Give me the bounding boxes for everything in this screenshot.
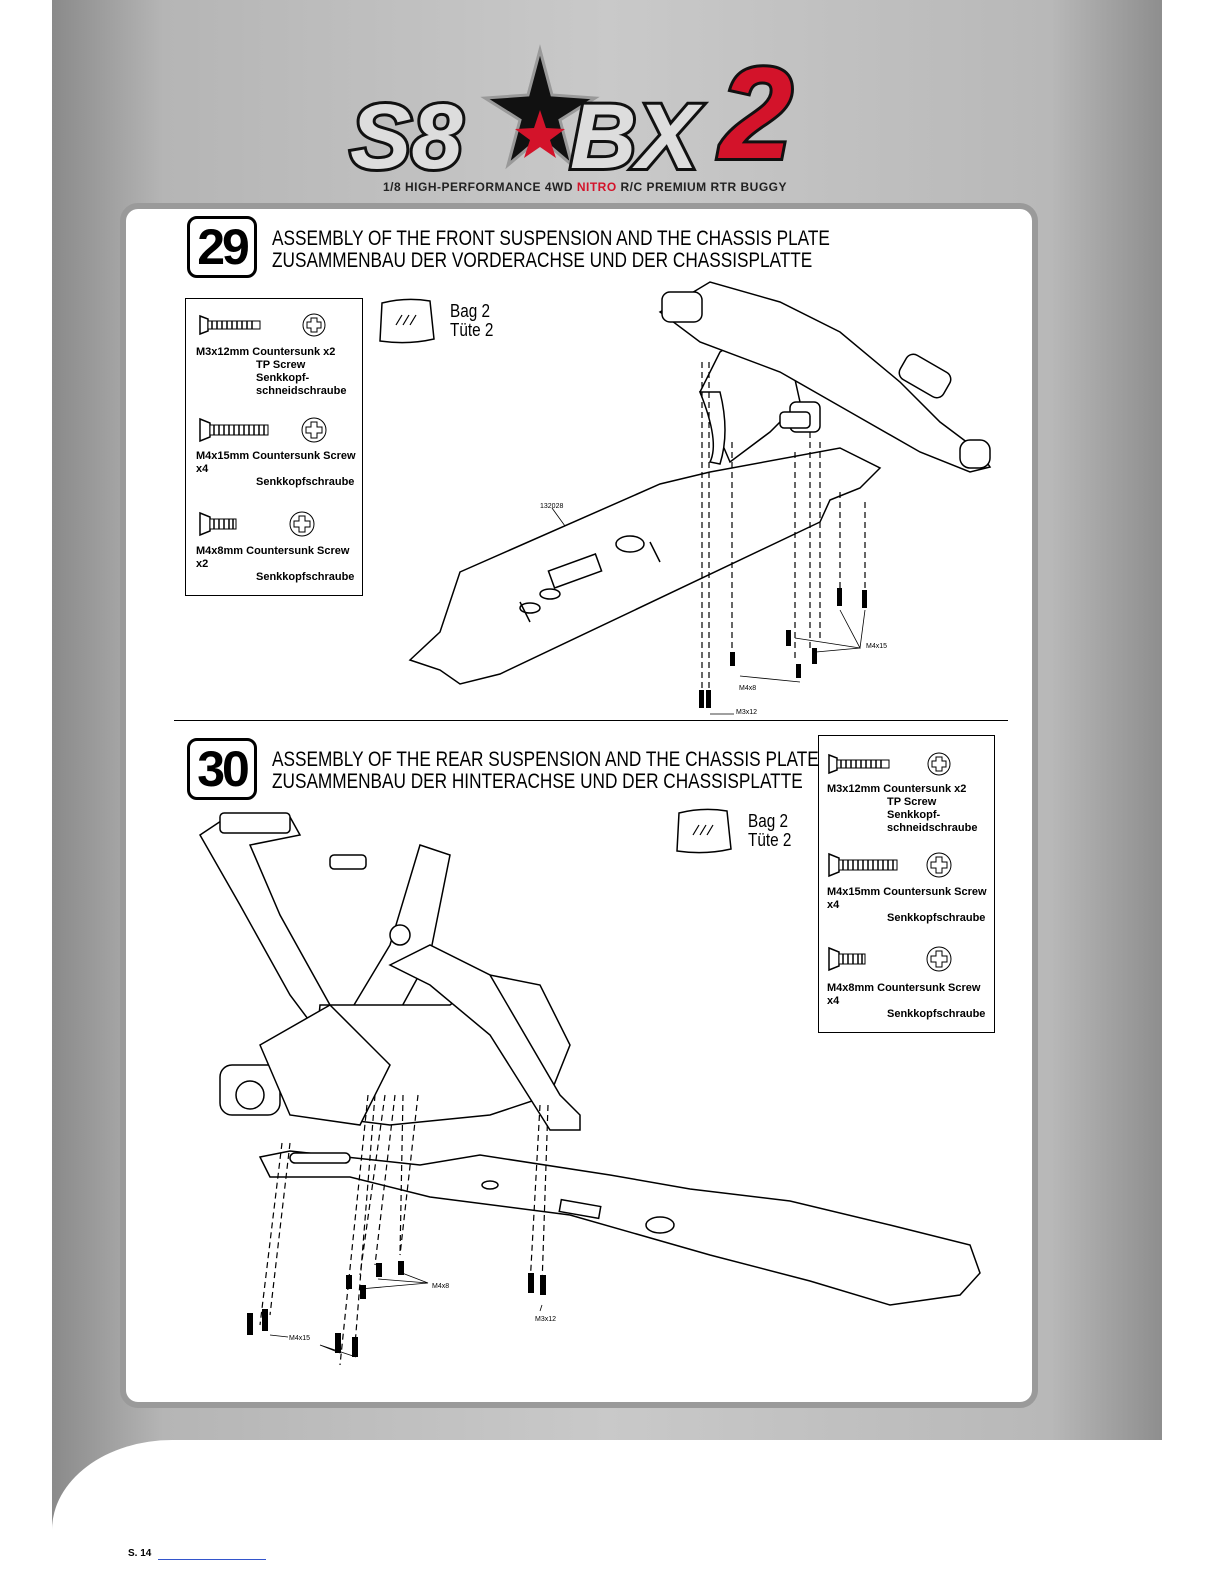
step-29-label-m4x15: M4x15: [866, 643, 888, 650]
step-30-label-m4x8: M4x8: [432, 1283, 450, 1290]
step-29-label-m3x12: M3x12: [736, 709, 758, 716]
screw-m3x12-icon: [199, 313, 326, 337]
svg-text:S8: S8: [350, 86, 463, 188]
step-29-part-m4x15: M4x15mm Countersunk Screw x4 Senkkopfsch…: [196, 450, 356, 488]
step-30-bag-label-de: Tüte 2: [748, 830, 792, 850]
step-30-label-m3x12: M3x12: [535, 1316, 557, 1323]
step-29-label-m4x8: M4x8: [739, 685, 757, 692]
part-number-label: 132028: [540, 503, 564, 510]
step-30-bag-label: Bag 2: [748, 811, 788, 831]
bag-icon: [676, 808, 732, 854]
step-30-part-m3x12: M3x12mm Countersunk x2 TP Screw Senkkopf…: [827, 783, 978, 834]
screw-m4x15-icon: [828, 852, 952, 878]
step-30-parts-box: M3x12mm Countersunk x2 TP Screw Senkkopf…: [818, 735, 995, 1033]
screw-m3x12-icon: [828, 752, 951, 776]
page-number: S. 14: [128, 1548, 152, 1559]
screw-m4x15-icon: [199, 417, 327, 443]
step-30-number: 30: [187, 738, 257, 800]
page-bottom-curve: [52, 1440, 1162, 1584]
bag-icon: [379, 298, 435, 344]
step-29-part-m3x12: M3x12mm Countersunk x2 TP Screw Senkkopf…: [196, 346, 347, 397]
page-number-underline: [158, 1559, 266, 1560]
step-30-title-de: ZUSAMMENBAU DER HINTERACHSE UND DER CHAS…: [272, 770, 803, 793]
step-30-title-en: ASSEMBLY OF THE REAR SUSPENSION AND THE …: [272, 748, 819, 771]
nitro-label: NITRO: [576, 180, 617, 194]
step-29-title-en: ASSEMBLY OF THE FRONT SUSPENSION AND THE…: [272, 227, 830, 250]
header-subtitle: 1/8 HIGH-PERFORMANCE 4WD NITRO R/C PREMI…: [382, 180, 788, 194]
step-29-title-de: ZUSAMMENBAU DER VORDERACHSE UND DER CHAS…: [272, 249, 813, 272]
step-29-bag-label-de: Tüte 2: [450, 320, 494, 340]
step-29-number: 29: [187, 216, 257, 278]
step-30-rear-suspension-drawing: [199, 812, 981, 1366]
step-divider: [174, 720, 1008, 721]
svg-text:2: 2: [717, 40, 792, 186]
step-29-bag-label: Bag 2: [450, 301, 490, 321]
svg-text:BX: BX: [570, 86, 702, 188]
step-29-front-suspension-drawing: [408, 281, 992, 715]
step-30-part-m4x15: M4x15mm Countersunk Screw x4 Senkkopfsch…: [827, 886, 987, 924]
screw-m4x8-icon: [199, 511, 315, 537]
step-29-parts-box: M3x12mm Countersunk x2 TP Screw Senkkopf…: [185, 298, 363, 596]
s8bx2-logo: S8 BX 2: [347, 40, 795, 191]
step-30-part-m4x8: M4x8mm Countersunk Screw x4 Senkkopfschr…: [827, 982, 986, 1020]
step-29-part-m4x8: M4x8mm Countersunk Screw x2 Senkkopfschr…: [196, 545, 355, 583]
step-30-label-m4x15: M4x15: [289, 1335, 311, 1342]
screw-m4x8-icon: [828, 946, 952, 972]
